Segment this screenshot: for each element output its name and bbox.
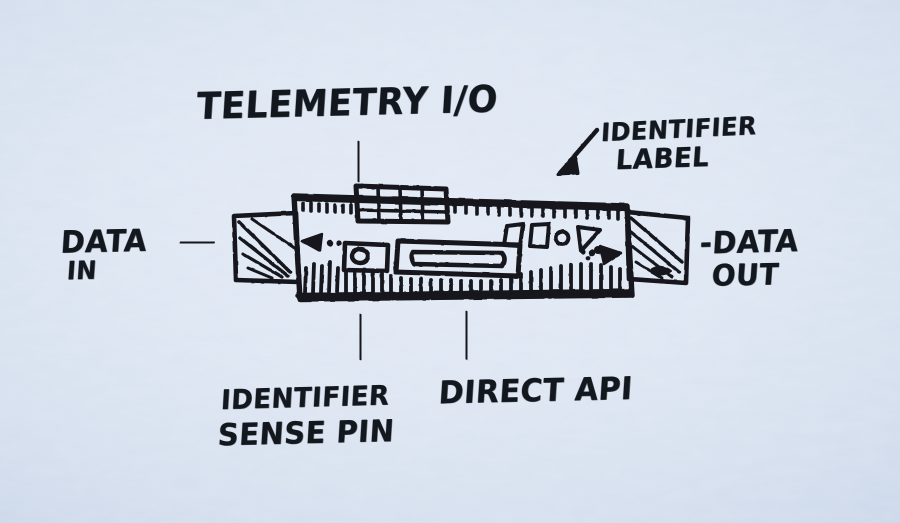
label-data-out-line2: OUT (710, 256, 781, 294)
top-edge-ticks-right (453, 201, 620, 221)
label-data-out-line1: -DATA (698, 222, 800, 262)
label-direct-api: DIRECT API (437, 370, 634, 412)
leader-arrow-identifier-label (556, 127, 600, 176)
label-identifier-sense-pin-line1: IDENTIFIER (220, 380, 391, 417)
leader-dash-data-in (179, 239, 215, 246)
long-slot-port (393, 238, 523, 279)
bottom-contact-teeth (303, 260, 622, 295)
label-telemetry-io: TELEMETRY I/O (195, 78, 500, 129)
leader-line-sense-pin (357, 313, 364, 361)
leader-line-direct-api (463, 310, 470, 361)
label-identifier-sense-pin-line2: SENSE PIN (216, 412, 396, 453)
left-connector (231, 210, 302, 285)
label-data-in-line2: IN (65, 255, 99, 286)
circle-contact-pad (341, 240, 391, 274)
glyph-marking-panel (502, 222, 602, 261)
top-edge-ticks-left (301, 201, 353, 215)
leader-line-telemetry (355, 140, 362, 183)
label-data-in-line1: DATA (59, 222, 149, 261)
label-identifier-label-line2: LABEL (614, 141, 711, 177)
top-grille-connector (353, 183, 451, 225)
left-inner-arrow-icon (300, 232, 342, 253)
right-connector (624, 209, 691, 286)
